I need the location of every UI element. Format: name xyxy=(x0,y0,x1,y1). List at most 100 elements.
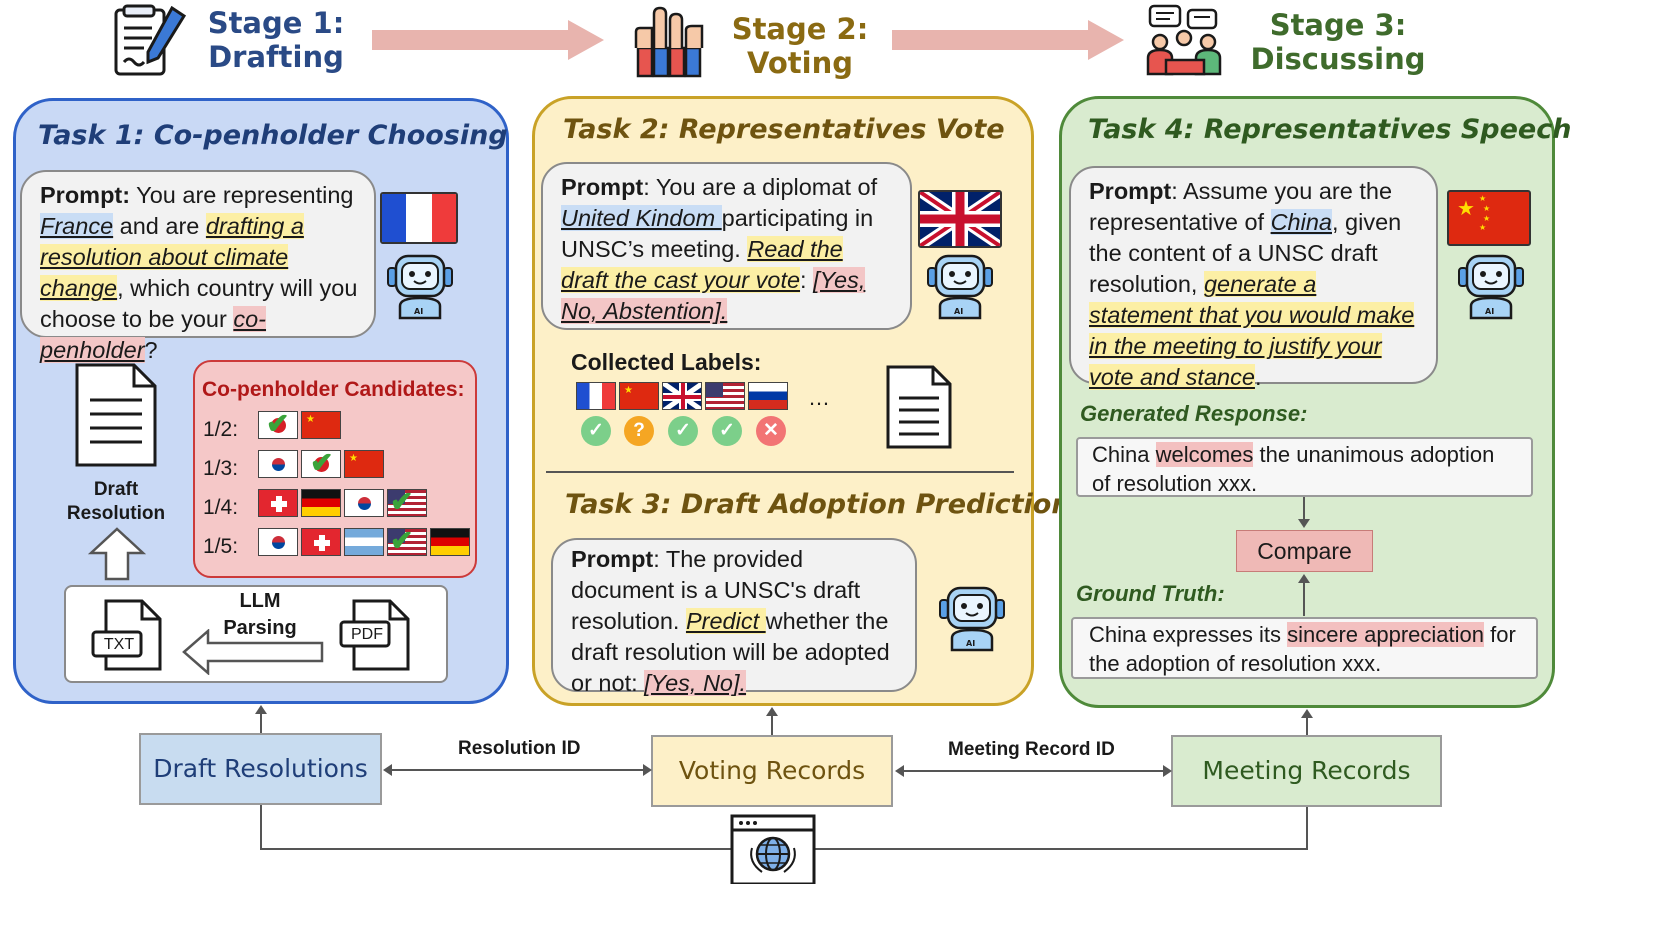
pdf-file-icon xyxy=(338,598,412,677)
japan-flag xyxy=(301,450,341,478)
japan-flag xyxy=(258,411,298,439)
prompt-text: participating in UNSC’s meeting. xyxy=(561,205,874,262)
task1-prompt-bubble: Prompt: You are representing France and … xyxy=(20,170,376,363)
arrow-down-line xyxy=(1303,497,1305,523)
ground-truth-highlight: sincere appreciation xyxy=(1287,622,1484,647)
prompt-text: You are representing xyxy=(130,182,354,208)
task3-title: Task 3: Draft Adoption Prediction xyxy=(565,489,1071,520)
robot-icon: AI xyxy=(926,254,994,325)
task2-title: Task 2: Representatives Vote xyxy=(563,114,1005,145)
stage-arrow-2 xyxy=(892,20,1124,65)
candidate-row-label: 1/5: xyxy=(203,535,239,558)
ellipsis: … xyxy=(808,385,830,410)
prompt-text: : You are a diplomat of xyxy=(643,174,878,200)
drafting-icon xyxy=(112,4,190,78)
arrow-up-line xyxy=(1303,582,1305,616)
txt-file-icon xyxy=(90,598,164,677)
panel-divider xyxy=(546,471,1014,473)
response-text: China xyxy=(1092,442,1156,467)
voting-records-box: Voting Records xyxy=(651,735,893,807)
robot-icon: AI xyxy=(386,254,454,325)
ground-truth-label: Ground Truth: xyxy=(1076,581,1225,606)
llm-parsing-label: LLM Parsing xyxy=(210,588,310,642)
discussion-icon xyxy=(1144,4,1226,78)
switzerland-flag xyxy=(258,489,298,517)
country-highlight: China xyxy=(1270,209,1332,235)
response-text: the unanimous adoption of resolution xxx… xyxy=(1092,442,1495,496)
prompt-text: . xyxy=(1254,364,1262,390)
meeting-record-id-label: Meeting Record ID xyxy=(948,739,1115,760)
stage2-title: Stage 2: Voting xyxy=(720,12,880,80)
collected-labels-title: Collected Labels: xyxy=(571,349,762,375)
connector-line xyxy=(260,805,262,850)
pdf-label: PDF xyxy=(351,626,383,643)
prompt-text: : The provided document is a UNSC's draf… xyxy=(571,546,861,634)
response-highlight: welcomes xyxy=(1155,442,1254,467)
germany-flag xyxy=(430,528,470,556)
task3-prompt-bubble: Prompt: The provided document is a UNSC'… xyxy=(551,538,917,696)
task-highlight: Predict xyxy=(685,608,766,634)
candidate-flags-row: ★ ✔ xyxy=(258,408,344,439)
uk-flag xyxy=(918,190,1002,248)
candidate-row-label: 1/4: xyxy=(203,496,239,519)
draft-label-line1: Draft xyxy=(93,479,139,500)
robot-icon: AI xyxy=(1457,254,1525,325)
usa-flag xyxy=(387,528,427,556)
china-flag: ★ xyxy=(301,411,341,439)
stage-arrow-1 xyxy=(372,20,604,65)
llm-line1: LLM xyxy=(239,590,281,612)
china-flag: ★ xyxy=(619,382,659,410)
task2-prompt-bubble: Prompt: You are a diplomat of United Kin… xyxy=(541,162,912,330)
china-flag: ★ ★ ★ ★ ★ xyxy=(1447,190,1531,246)
abstain-vote-icon: ? xyxy=(624,416,654,446)
meeting-records-box: Meeting Records xyxy=(1171,735,1442,807)
france-flag xyxy=(380,192,458,244)
china-flag: ★ xyxy=(344,450,384,478)
candidate-flags-row: ★ ✔ xyxy=(258,447,387,478)
connector-line xyxy=(771,714,773,736)
yes-vote-icon: ✓ xyxy=(712,416,742,446)
check-icon: ✔ xyxy=(390,486,414,517)
korea-flag xyxy=(258,450,298,478)
russia-flag xyxy=(748,382,788,410)
country-highlight: France xyxy=(40,213,114,239)
switzerland-flag xyxy=(301,528,341,556)
usa-flag xyxy=(387,489,427,517)
prompt-text: , given the content of a UNSC draft reso… xyxy=(1089,209,1402,297)
prompt-label: Prompt: xyxy=(40,182,131,208)
stage3-line2: Discussing xyxy=(1250,42,1426,76)
prompt-text: whether the draft resolution will be ado… xyxy=(571,608,890,696)
arrow-head xyxy=(1301,709,1313,718)
usa-flag xyxy=(705,382,745,410)
arrow-head xyxy=(895,765,904,777)
stage1-title: Stage 1: Drafting xyxy=(196,6,356,74)
generated-response-label: Generated Response: xyxy=(1080,401,1308,426)
arrow-head xyxy=(766,707,778,716)
voting-icon xyxy=(632,4,708,78)
un-website-icon xyxy=(730,814,816,889)
task4-title: Task 4: Representatives Speech xyxy=(1088,114,1572,145)
candidate-row-label: 1/3: xyxy=(203,457,239,480)
ground-truth-box: China expresses its sincere appreciation… xyxy=(1071,617,1538,679)
prompt-label: Prompt xyxy=(571,546,654,572)
prompt-text: : xyxy=(800,267,814,293)
arrow-down-head xyxy=(1298,519,1310,528)
stage2-line2: Voting xyxy=(747,46,853,80)
link-line xyxy=(902,770,1164,772)
task4-prompt-bubble: Prompt: Assume you are the representativ… xyxy=(1069,166,1438,390)
task1-title: Task 1: Co-penholder Choosing xyxy=(38,120,508,151)
connector-line xyxy=(1306,716,1308,736)
collected-flags-row: ★ xyxy=(576,382,791,410)
arrow-head xyxy=(643,764,652,776)
check-icon: ✔ xyxy=(266,408,290,439)
draft-resolutions-box: Draft Resolutions xyxy=(139,733,382,805)
stage1-line2: Drafting xyxy=(208,40,344,74)
country-highlight: United Kindom xyxy=(561,205,722,231)
stage3-line1: Stage 3: xyxy=(1269,8,1407,42)
prompt-text: , which country will you choose to be yo… xyxy=(40,275,358,332)
stage1-line1: Stage 1: xyxy=(207,6,345,40)
prompt-text: ? xyxy=(144,337,158,363)
yes-vote-icon: ✓ xyxy=(581,416,611,446)
arrow-head xyxy=(1163,765,1172,777)
connector-line xyxy=(1306,807,1308,850)
